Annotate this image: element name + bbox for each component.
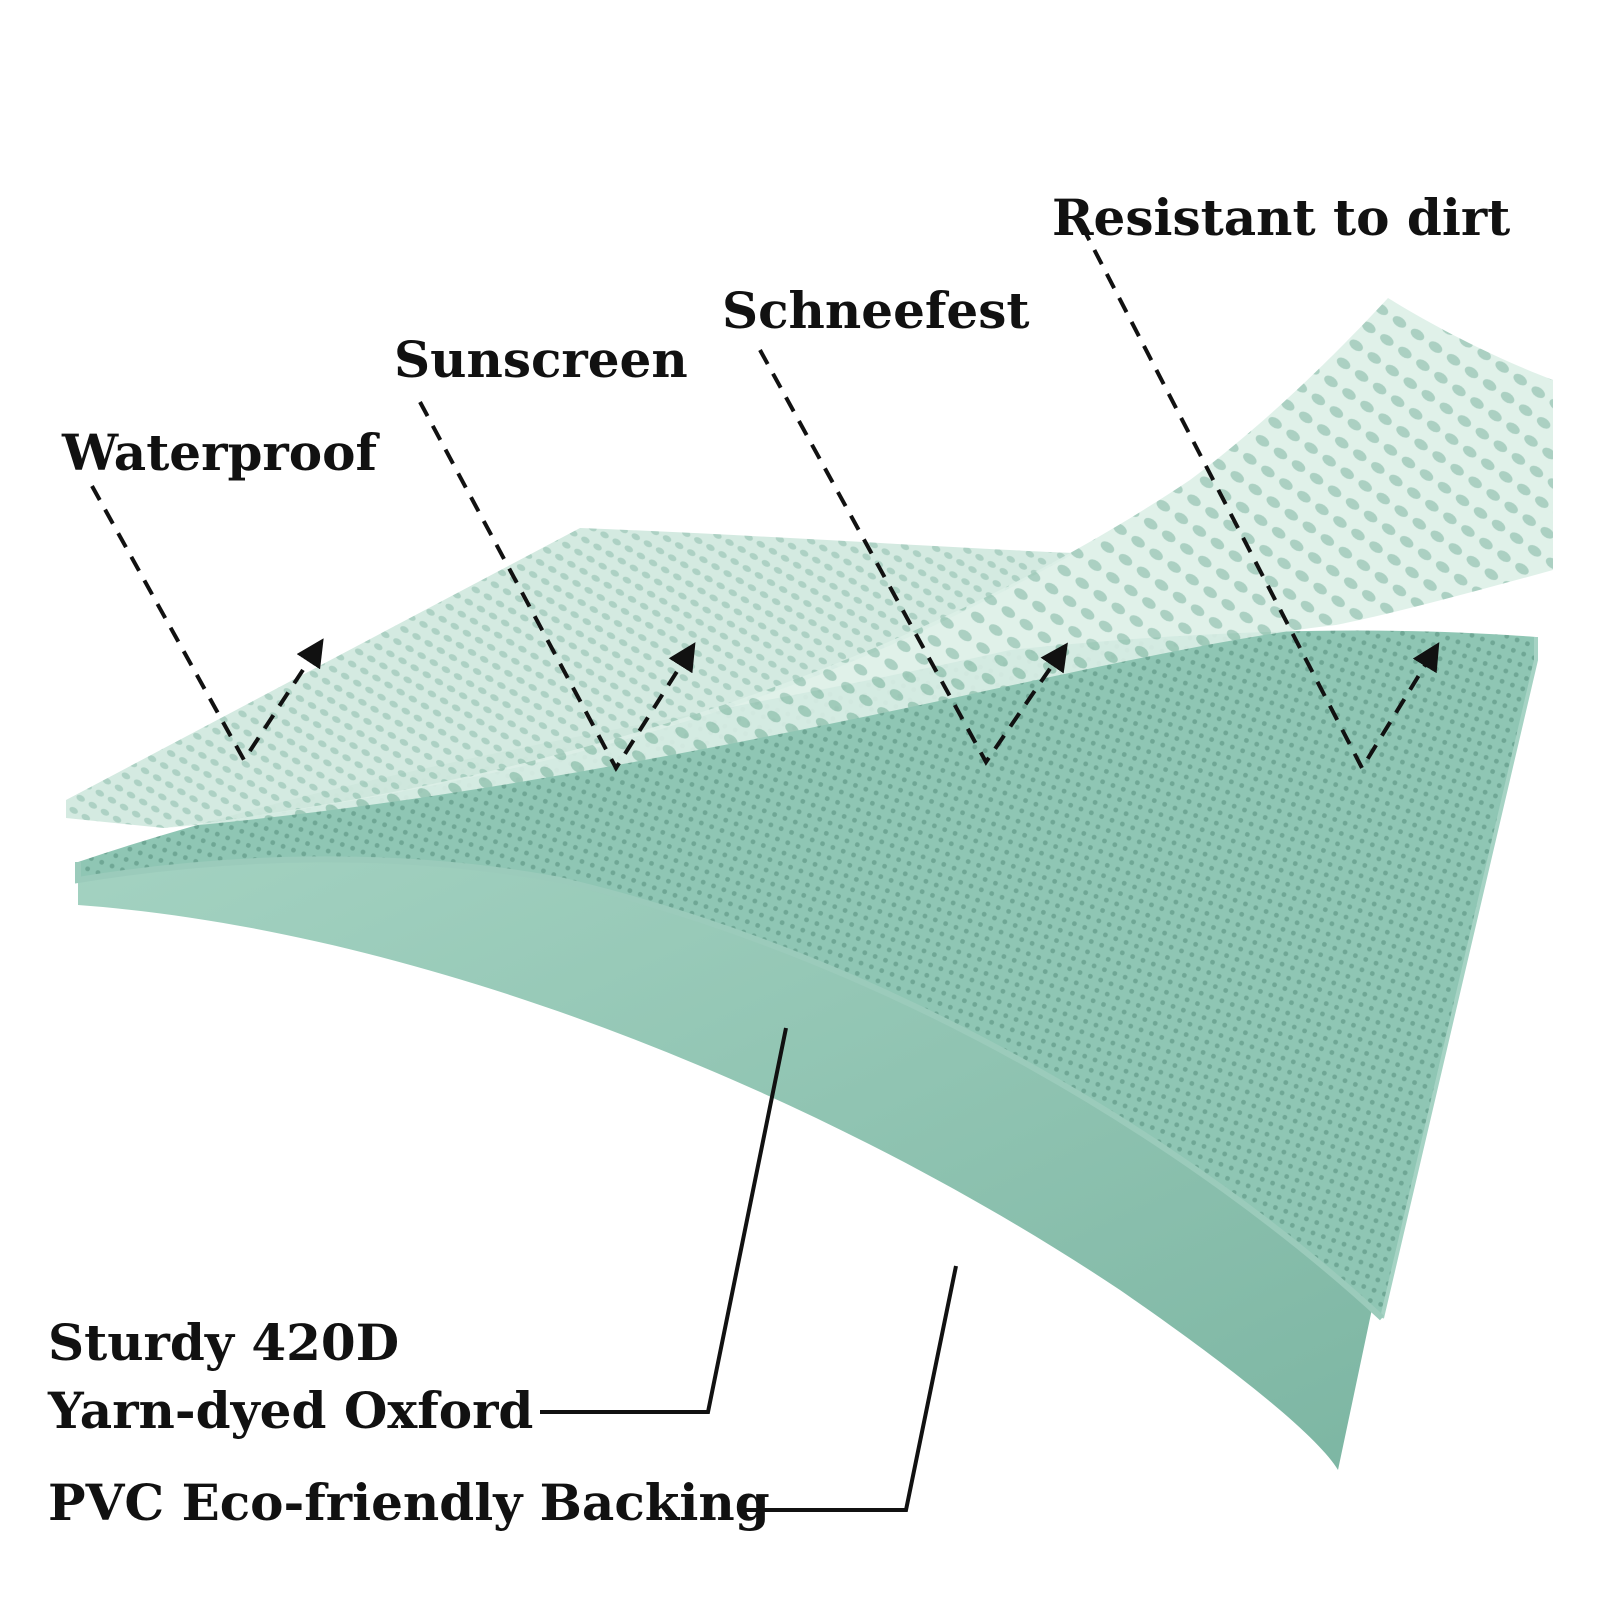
arrow-dirt xyxy=(1080,225,1440,773)
leader-line-pvc xyxy=(740,1265,958,1512)
arrow-schneefest xyxy=(758,349,1068,766)
label-yarn-dyed-oxford: Yarn-dyed Oxford xyxy=(48,1381,534,1440)
label-resistant-to-dirt: Resistant to dirt xyxy=(1052,188,1511,247)
top-membrane-flat xyxy=(66,528,1075,828)
dashed-v-arrow-icon xyxy=(418,401,696,772)
dashed-v-arrow-icon xyxy=(758,349,1068,766)
arrow-sunscreen xyxy=(418,401,696,772)
leader-line-oxford xyxy=(540,1027,788,1414)
dashed-v-arrow-icon xyxy=(1080,225,1440,773)
label-sturdy-420d: Sturdy 420D xyxy=(48,1313,400,1372)
label-sunscreen: Sunscreen xyxy=(394,330,688,389)
pvc-backing-layer xyxy=(78,859,1376,1470)
oxford-fabric-front-edge xyxy=(75,856,1385,1321)
label-pvc-backing: PVC Eco-friendly Backing xyxy=(48,1473,770,1532)
label-schneefest: Schneefest xyxy=(722,281,1030,340)
oxford-fabric-edge xyxy=(1380,637,1538,1319)
oxford-fabric-layer xyxy=(78,630,1536,1318)
label-waterproof: Waterproof xyxy=(62,423,377,482)
top-membrane-curl xyxy=(164,298,1553,828)
